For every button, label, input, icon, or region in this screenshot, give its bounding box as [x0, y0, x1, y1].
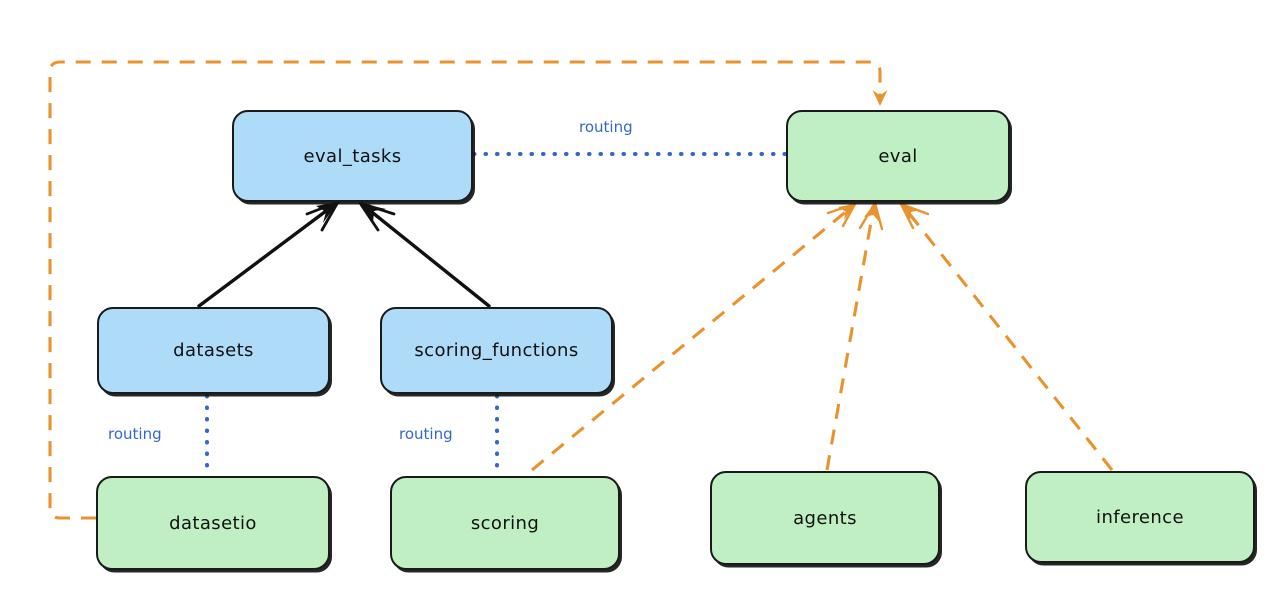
node-eval[interactable]: eval: [786, 110, 1010, 202]
edge-inference-to-eval: [899, 202, 1114, 471]
node-scoring-label: scoring: [470, 512, 540, 534]
edge-label-routing-eval: routing: [579, 118, 633, 136]
node-datasets-label: datasets: [173, 340, 254, 361]
node-scoring[interactable]: scoring: [390, 476, 620, 570]
edge-label-routing-datasetio: routing: [108, 425, 162, 443]
node-inference-label: inference: [1096, 506, 1184, 528]
node-eval-tasks[interactable]: eval_tasks: [232, 110, 473, 202]
node-eval-tasks-label: eval_tasks: [303, 145, 402, 167]
edge-datasets-to-eval-tasks: [197, 200, 340, 308]
edge-agents-to-eval: [825, 201, 884, 471]
node-scoring-functions-label: scoring_functions: [414, 340, 579, 361]
node-scoring-functions[interactable]: scoring_functions: [380, 307, 613, 394]
node-datasets[interactable]: datasets: [97, 307, 330, 394]
edge-label-routing-scoring: routing: [399, 425, 453, 443]
node-eval-label: eval: [878, 145, 918, 167]
node-datasetio[interactable]: datasetio: [96, 476, 330, 570]
node-inference[interactable]: inference: [1025, 471, 1255, 563]
node-agents[interactable]: agents: [710, 471, 940, 565]
edge-datasetio-to-eval: [48, 60, 888, 520]
edge-scoring-to-eval: [531, 202, 857, 472]
node-datasetio-label: datasetio: [169, 512, 257, 534]
node-agents-label: agents: [793, 507, 857, 529]
edge-scoring-functions-to-eval-tasks: [358, 201, 491, 308]
